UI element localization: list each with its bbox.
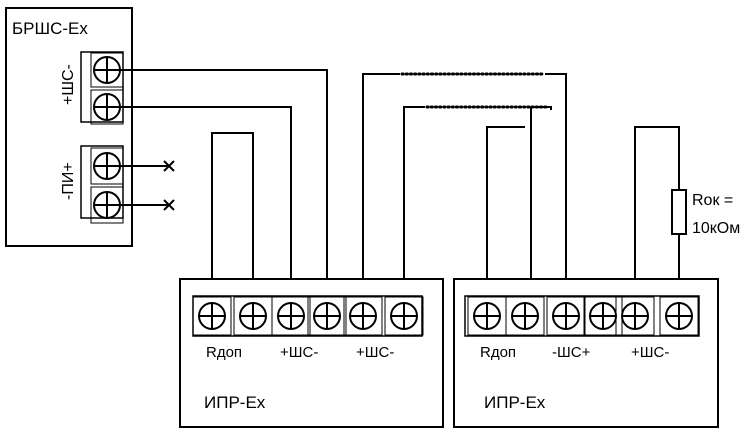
screw-terminal-icon <box>93 56 121 84</box>
terminal-cell <box>90 89 124 125</box>
terminal-cell <box>307 296 347 336</box>
ipr2-label-shs-b: +ШС- <box>631 344 669 361</box>
wire-shs-plus <box>116 69 328 308</box>
ipr1-title: ИПР-Ex <box>204 393 266 412</box>
brshs-title: БРШС-Ex <box>12 19 88 38</box>
terminal-cell <box>546 296 586 336</box>
screw-terminal-icon <box>390 302 418 330</box>
ipr1-label-shs-a: +ШС- <box>280 344 318 361</box>
screw-terminal-icon <box>665 302 693 330</box>
terminal-cell <box>659 296 699 336</box>
screw-terminal-icon <box>621 302 649 330</box>
terminal-cell <box>505 296 545 336</box>
resistor-icon <box>671 189 687 235</box>
terminal-cell <box>343 296 383 336</box>
screw-terminal-icon <box>93 93 121 121</box>
brshs-label-shs: +ШС- <box>60 64 77 105</box>
wire-upper-to-ipr2 <box>545 73 567 308</box>
x-mark-icon <box>163 160 175 211</box>
ipr2-title: ИПР-Ex <box>484 393 546 412</box>
screw-terminal-icon <box>277 302 305 330</box>
wire-resistor-left <box>634 126 680 308</box>
ipr2-label-rdop: Rдоп <box>480 344 516 361</box>
screw-terminal-icon <box>552 302 580 330</box>
wire-ipr1-t5 <box>362 73 400 308</box>
wire-ipr2-t3 <box>530 106 551 308</box>
ipr2-block: Rдоп -ШС+ +ШС- ИПР-Ex <box>453 278 719 428</box>
brshs-label-pi: -ПИ+ <box>60 162 77 200</box>
wires <box>116 69 680 308</box>
screw-terminal-icon <box>93 191 121 219</box>
wire-ipr1-t6 <box>403 106 425 308</box>
ipr1-block: Rдоп +ШС- +ШС- ИПР-Ex <box>179 278 444 428</box>
resistor-rok: Rок = 10кОм <box>671 189 740 237</box>
screw-terminals <box>90 52 699 336</box>
resistor-label-value: Rок = <box>692 192 733 209</box>
ipr2-label-shs-a: -ШС+ <box>552 344 591 361</box>
terminal-cell <box>90 147 124 185</box>
screw-terminal-icon <box>239 302 267 330</box>
jumper-rdop-1 <box>211 132 254 308</box>
terminal-cell <box>271 296 311 336</box>
screw-terminal-icon <box>473 302 501 330</box>
terminal-cell <box>192 296 232 336</box>
screw-terminal-icon <box>589 302 617 330</box>
screw-terminal-icon <box>313 302 341 330</box>
terminal-cell <box>90 52 124 88</box>
screw-terminal-icon <box>349 302 377 330</box>
ipr1-label-rdop: Rдоп <box>206 344 242 361</box>
terminal-cell <box>615 296 655 336</box>
jumper-rdop-2 <box>486 126 525 308</box>
resistor-label-ohm: 10кОм <box>692 220 740 237</box>
terminal-cell <box>90 186 124 224</box>
terminal-cell <box>384 296 424 336</box>
ipr1-label-shs-b: +ШС- <box>356 344 394 361</box>
screw-terminal-icon <box>198 302 226 330</box>
wire-shs-minus <box>116 106 292 308</box>
screw-terminal-icon <box>93 152 121 180</box>
screw-terminal-icon <box>511 302 539 330</box>
